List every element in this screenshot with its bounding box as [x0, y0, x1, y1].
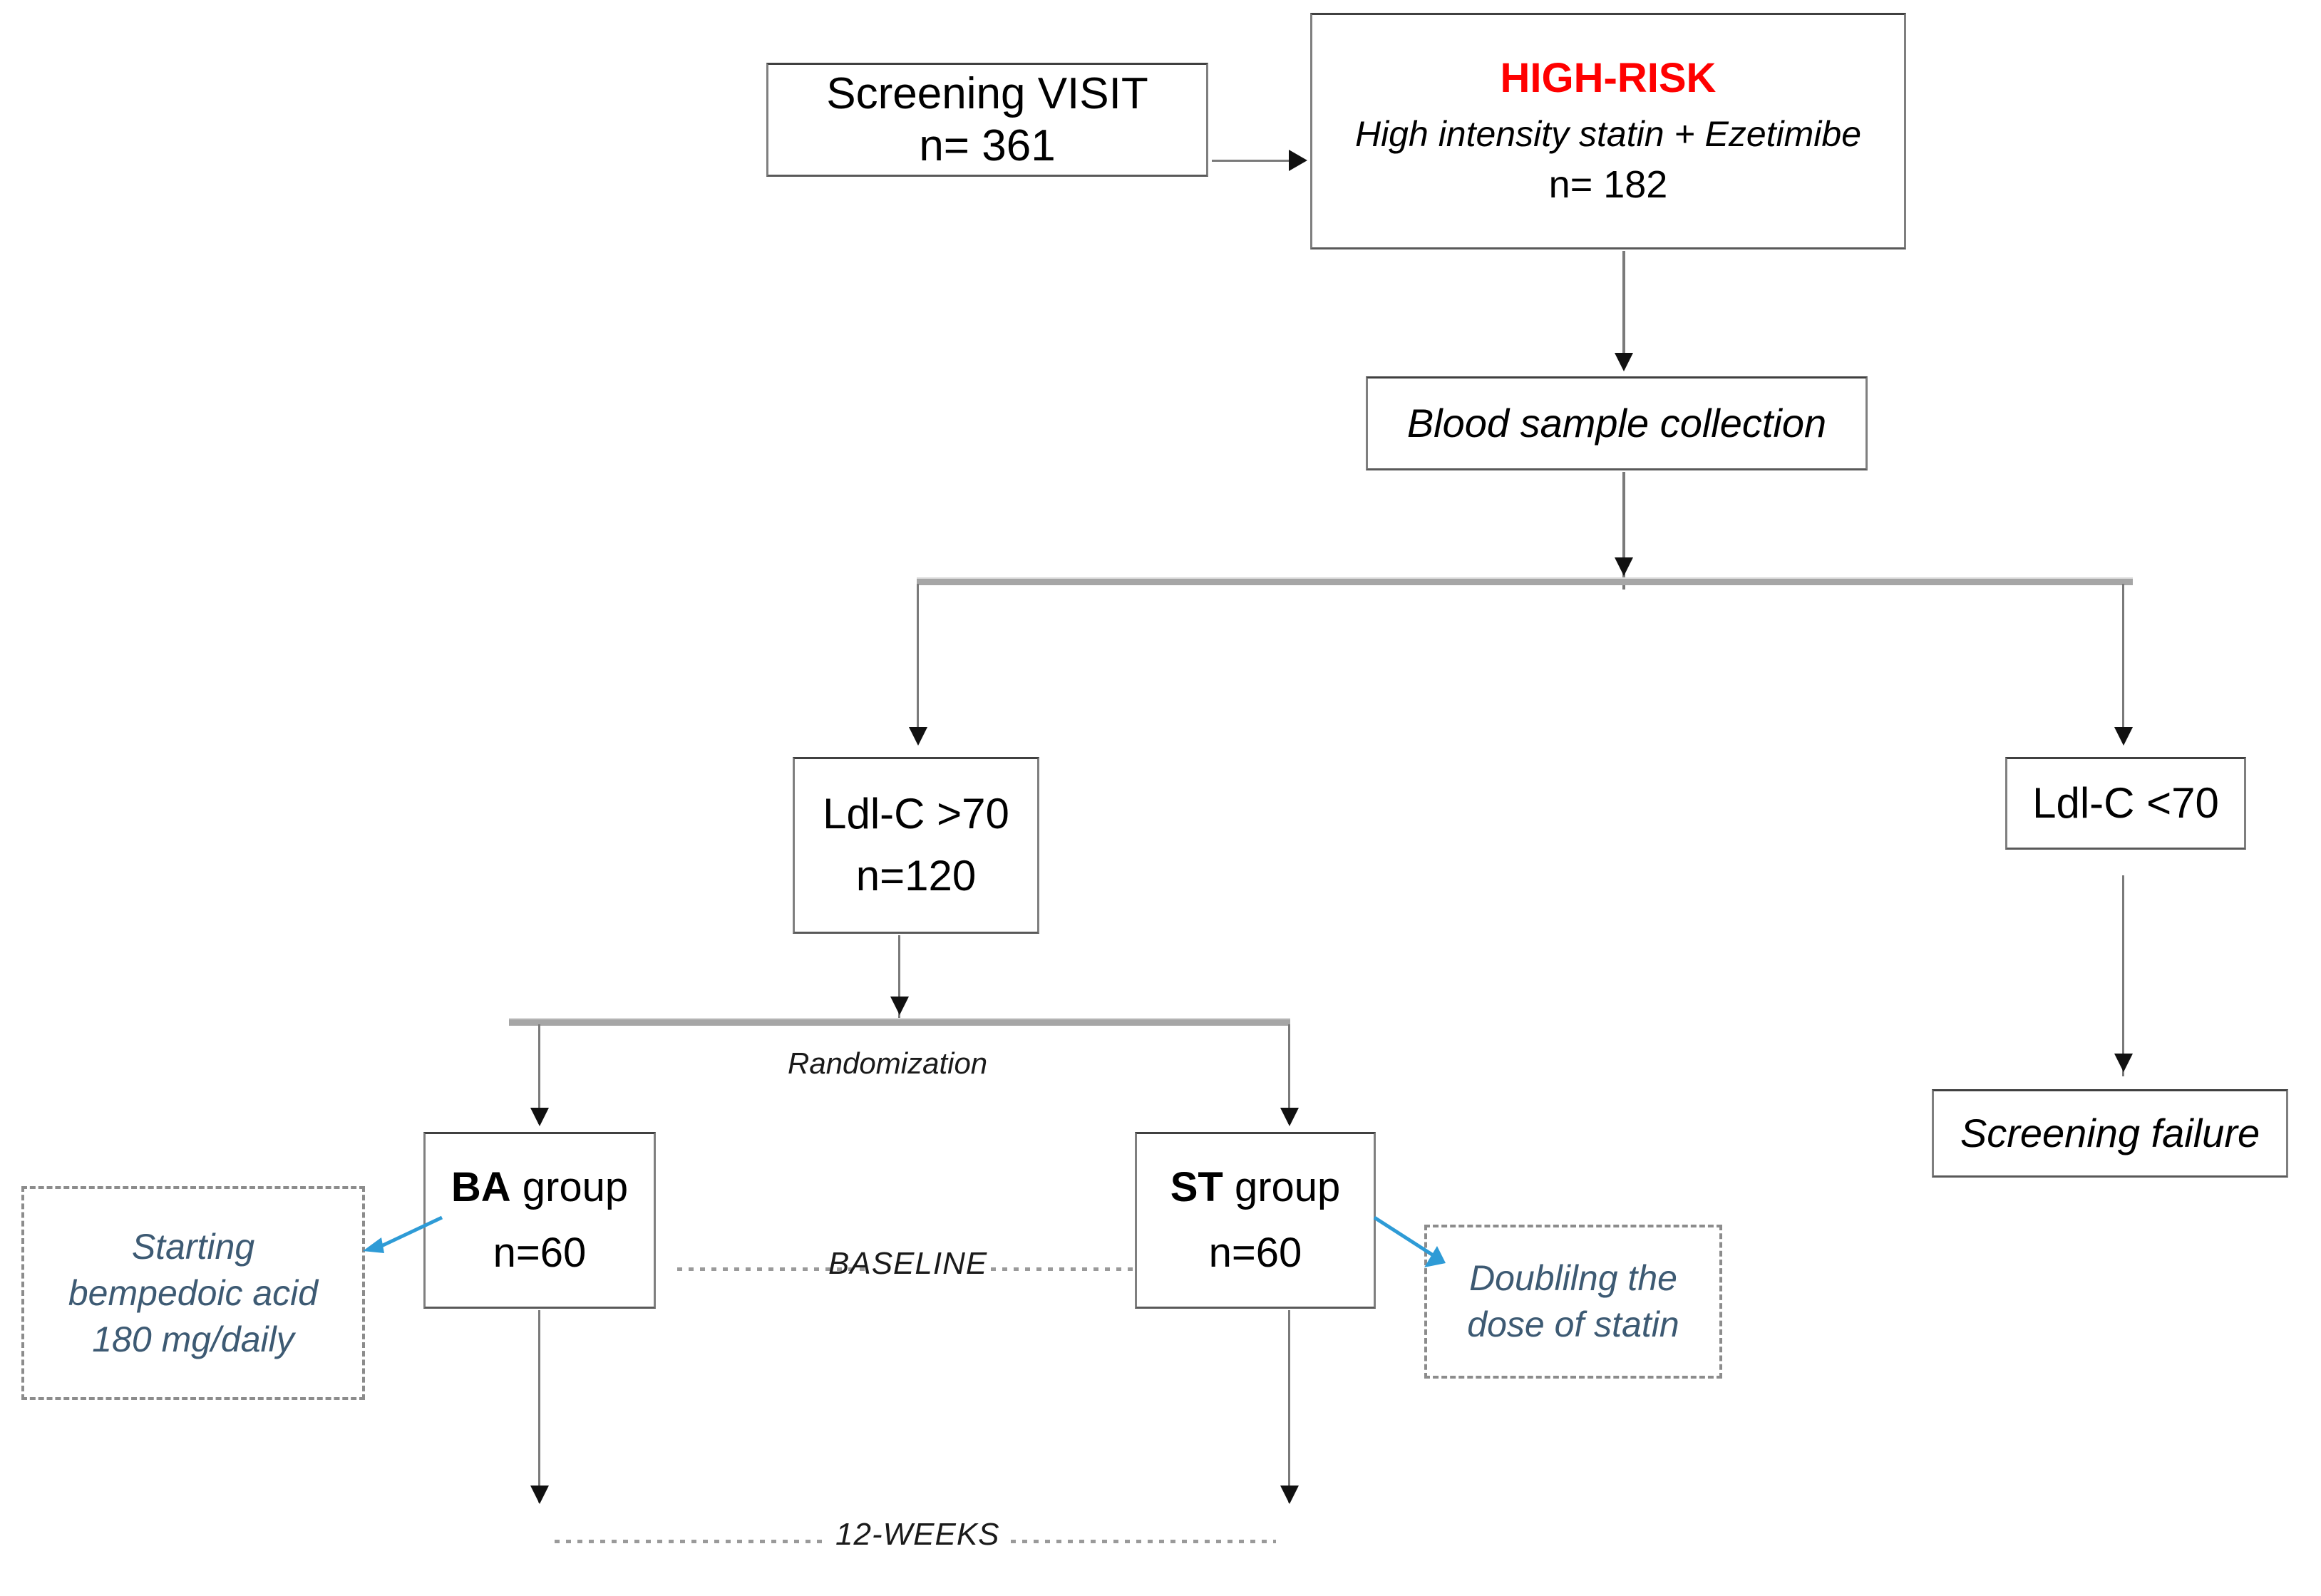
screening-visit-title: Screening VISIT [826, 68, 1148, 118]
arrowhead-split-to-ldl-low [2114, 727, 2133, 746]
label-baseline: BASELINE [828, 1246, 988, 1281]
node-high-risk[interactable]: HIGH-RISK High intensity statin + Ezetim… [1310, 13, 1906, 249]
blue-connector-st [1373, 1215, 1446, 1267]
ba-group-label-abbrev: BA [451, 1163, 511, 1210]
node-ldl-low[interactable]: Ldl-C <70 [2005, 757, 2246, 850]
arrowhead-ldl-low-to-failure [2114, 1054, 2133, 1072]
connector-split-to-ldl-low [2122, 584, 2124, 737]
arrowhead-blood-to-split [1615, 557, 1633, 576]
st-treatment-line2: dose of statin [1467, 1304, 1679, 1344]
node-ba-group[interactable]: BA group n=60 [423, 1132, 656, 1309]
st-group-label: ST group [1170, 1163, 1341, 1212]
arrowhead-ldl-high-to-randomization [890, 997, 909, 1015]
ba-treatment-line3: 180 mg/daily [92, 1319, 294, 1359]
blue-connector-ba [363, 1215, 443, 1253]
screening-failure-label: Screening failure [1960, 1110, 2260, 1155]
label-randomization: Randomization [788, 1046, 988, 1080]
high-risk-regimen: High intensity statin + Ezetimibe [1354, 113, 1862, 154]
ba-group-label-word: group [510, 1163, 629, 1210]
connector-split-to-ldl-high [917, 584, 919, 737]
arrowhead-randomization-to-ba [530, 1108, 549, 1126]
connector-screening-to-highrisk [1212, 160, 1297, 162]
connector-highrisk-to-blood [1622, 251, 1625, 365]
twelve-weeks-dotted-line-right [1011, 1540, 1276, 1543]
arrowhead-highrisk-to-blood [1615, 353, 1633, 371]
node-screening-failure[interactable]: Screening failure [1932, 1089, 2288, 1178]
connector-ba-to-12weeks [538, 1310, 540, 1503]
st-group-label-abbrev: ST [1170, 1163, 1223, 1210]
ldl-high-count: n=120 [855, 852, 977, 900]
ba-treatment-line2: bempedoic acid [68, 1272, 319, 1313]
connector-randomization-to-st [1288, 1024, 1290, 1124]
arrowhead-screening-to-highrisk [1289, 150, 1307, 171]
arrowhead-randomization-to-st [1280, 1108, 1299, 1126]
st-treatment-line1: Doublilng the [1469, 1258, 1677, 1298]
ldl-low-threshold: Ldl-C <70 [2032, 778, 2219, 827]
split-bar-randomization [509, 1018, 1290, 1026]
node-st-group[interactable]: ST group n=60 [1135, 1132, 1376, 1309]
ldl-high-threshold: Ldl-C >70 [823, 790, 1009, 838]
connector-ldl-high-to-randomization [898, 935, 900, 1024]
ba-group-label: BA group [451, 1163, 628, 1212]
connector-st-to-12weeks [1288, 1310, 1290, 1503]
callout-ba-treatment[interactable]: Starting bempedoic acid 180 mg/daily [21, 1186, 365, 1400]
st-group-count: n=60 [1208, 1230, 1302, 1276]
node-screening-visit[interactable]: Screening VISIT n= 361 [766, 63, 1208, 177]
connector-blood-to-split [1622, 472, 1625, 590]
connector-ldl-low-to-failure [2122, 875, 2124, 1076]
arrowhead-st-to-12weeks [1280, 1486, 1299, 1504]
twelve-weeks-dotted-line-left [555, 1540, 825, 1543]
screening-visit-count: n= 361 [919, 121, 1056, 170]
split-bar-ldl [917, 577, 2133, 585]
node-ldl-high[interactable]: Ldl-C >70 n=120 [793, 757, 1039, 934]
arrowhead-split-to-ldl-high [909, 727, 927, 746]
label-twelve-weeks: 12-WEEKS [835, 1517, 1000, 1552]
high-risk-heading: HIGH-RISK [1500, 55, 1717, 102]
baseline-dotted-line-left [677, 1267, 870, 1271]
arrowhead-ba-to-12weeks [530, 1486, 549, 1504]
ba-group-count: n=60 [493, 1230, 587, 1276]
node-blood-sample[interactable]: Blood sample collection [1366, 376, 1868, 470]
connector-randomization-to-ba [538, 1024, 540, 1124]
baseline-dotted-line-right [991, 1267, 1133, 1271]
blood-sample-label: Blood sample collection [1406, 400, 1827, 446]
ba-treatment-line1: Starting [131, 1226, 255, 1267]
st-group-label-word: group [1223, 1163, 1341, 1210]
callout-st-treatment[interactable]: Doublilng the dose of statin [1424, 1225, 1722, 1379]
high-risk-count: n= 182 [1548, 163, 1668, 206]
